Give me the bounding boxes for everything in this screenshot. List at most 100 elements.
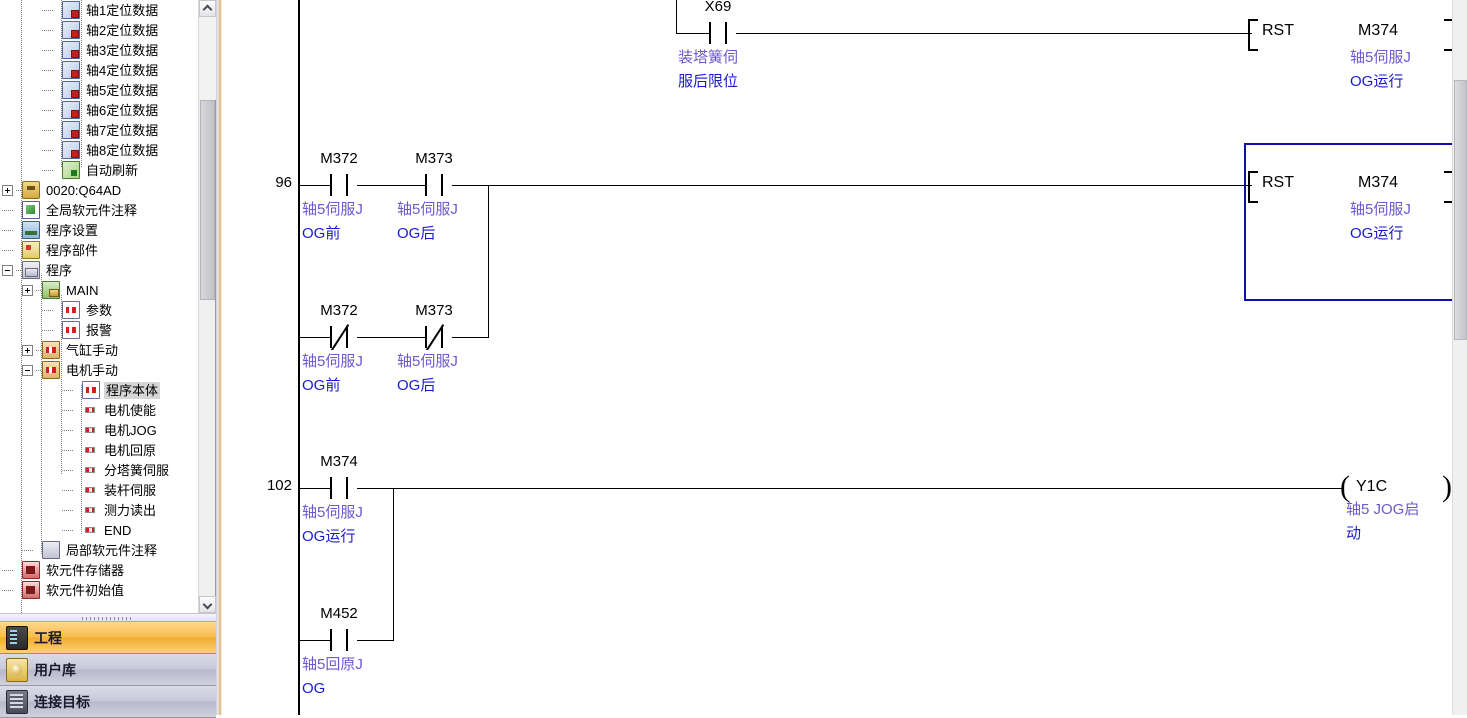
tree-item-label: 电机回原 bbox=[104, 442, 157, 458]
tree-item-18[interactable]: 电机手动 bbox=[0, 360, 198, 380]
expand-icon[interactable] bbox=[22, 344, 33, 356]
ladder-scrollbar[interactable] bbox=[1452, 0, 1467, 715]
tree-spacer bbox=[55, 0, 62, 20]
tree-item-14[interactable]: MAIN bbox=[0, 280, 198, 300]
nav-button-user-library[interactable]: 用户库 bbox=[0, 654, 216, 686]
contact-bar-right bbox=[346, 477, 348, 499]
expand-icon[interactable] bbox=[2, 184, 13, 196]
tree-item-10[interactable]: 全局软元件注释 bbox=[0, 200, 198, 220]
tree-item-19[interactable]: 程序本体 bbox=[0, 380, 198, 400]
tree-indent bbox=[0, 300, 42, 320]
tree-spacer bbox=[75, 500, 82, 520]
scrollbar-track[interactable] bbox=[199, 17, 216, 100]
nav-button-user-library-label: 用户库 bbox=[34, 661, 76, 678]
comment-line-2: OG bbox=[302, 680, 326, 697]
tree-item-12[interactable]: 程序部件 bbox=[0, 240, 198, 260]
positioning-data-icon bbox=[62, 121, 80, 139]
instruction-mnemonic: RST bbox=[1262, 22, 1294, 39]
tree-item-20[interactable]: 电机使能 bbox=[0, 400, 198, 420]
tree-item-0[interactable]: 轴1定位数据 bbox=[0, 0, 198, 20]
contact-m373-no[interactable] bbox=[417, 174, 451, 196]
nav-button-connection-destination[interactable]: 连接目标 bbox=[0, 686, 216, 718]
tree-guide-line bbox=[61, 295, 62, 475]
tree-spacer bbox=[15, 240, 22, 260]
tree-item-3[interactable]: 轴4定位数据 bbox=[0, 60, 198, 80]
tree-item-8[interactable]: 自动刷新 bbox=[0, 160, 198, 180]
tree-indent bbox=[0, 480, 62, 500]
output-coil-y1c-comment: 轴5 JOG启 动 bbox=[1346, 498, 1419, 546]
tree-item-2[interactable]: 轴3定位数据 bbox=[0, 40, 198, 60]
contact-nc-slash bbox=[330, 324, 350, 350]
rung-96-branch-right-vertical bbox=[488, 185, 489, 337]
tree-item-4[interactable]: 轴5定位数据 bbox=[0, 80, 198, 100]
tree-item-6[interactable]: 轴7定位数据 bbox=[0, 120, 198, 140]
tree-spacer bbox=[35, 540, 42, 560]
output-coil-y1c[interactable]: ( ) Y1C bbox=[1340, 470, 1454, 503]
tree-item-26[interactable]: END bbox=[0, 520, 198, 540]
tree-item-11[interactable]: 程序设置 bbox=[0, 220, 198, 240]
navigator-scrollbar[interactable] bbox=[198, 0, 216, 613]
scroll-up-button[interactable] bbox=[199, 0, 216, 17]
tree-item-27[interactable]: 局部软元件注释 bbox=[0, 540, 198, 560]
program-folder-icon bbox=[22, 261, 40, 279]
contact-m372-nc[interactable] bbox=[322, 326, 356, 348]
tree-item-13[interactable]: 程序 bbox=[0, 260, 198, 280]
instruction-rst-m374-b[interactable]: RST M374 bbox=[1248, 171, 1454, 203]
instruction-operand: M374 bbox=[1358, 174, 1399, 191]
coil-paren-right: ) bbox=[1442, 470, 1452, 503]
tree-item-7[interactable]: 轴8定位数据 bbox=[0, 140, 198, 160]
contact-x69-device: X69 bbox=[704, 0, 732, 15]
tree-spacer bbox=[55, 320, 62, 340]
tree-item-21[interactable]: 电机JOG bbox=[0, 420, 198, 440]
tree-connector bbox=[36, 280, 47, 300]
tree-item-1[interactable]: 轴2定位数据 bbox=[0, 20, 198, 40]
tree-item-24[interactable]: 装杆伺服 bbox=[0, 480, 198, 500]
tree-spacer bbox=[55, 140, 62, 160]
ladder-canvas[interactable]: X69 装塔簧伺 服后限位 RST M374 轴5伺服J OG运行 96 bbox=[222, 0, 1467, 715]
contact-m373-nc[interactable] bbox=[417, 326, 451, 348]
positioning-data-icon bbox=[62, 141, 80, 159]
scroll-down-button[interactable] bbox=[199, 596, 216, 613]
instruction-rst-m374-a[interactable]: RST M374 bbox=[1248, 19, 1454, 51]
tree-item-5[interactable]: 轴6定位数据 bbox=[0, 100, 198, 120]
tree-item-16[interactable]: 报警 bbox=[0, 320, 198, 340]
tree-item-label: 电机使能 bbox=[104, 402, 157, 418]
navigator-panel: 轴1定位数据轴2定位数据轴3定位数据轴4定位数据轴5定位数据轴6定位数据轴7定位… bbox=[0, 0, 216, 718]
tree-item-15[interactable]: 参数 bbox=[0, 300, 198, 320]
ladder-scrollbar-thumb[interactable] bbox=[1454, 80, 1467, 340]
collapse-icon[interactable] bbox=[22, 364, 33, 376]
pou-icon bbox=[82, 381, 100, 399]
tree-item-17[interactable]: 气缸手动 bbox=[0, 340, 198, 360]
contact-bar-right bbox=[441, 174, 443, 196]
chevron-down-icon bbox=[204, 601, 211, 608]
tree-item-23[interactable]: 分塔簧伺服 bbox=[0, 460, 198, 480]
collapse-icon[interactable] bbox=[2, 264, 13, 276]
tree-item-25[interactable]: 测力读出 bbox=[0, 500, 198, 520]
contact-m372-no[interactable] bbox=[322, 174, 356, 196]
scrollbar-thumb[interactable] bbox=[200, 100, 215, 300]
tree-indent bbox=[0, 120, 42, 140]
project-tree[interactable]: 轴1定位数据轴2定位数据轴3定位数据轴4定位数据轴5定位数据轴6定位数据轴7定位… bbox=[0, 0, 198, 613]
contact-m373-nc-device: M373 bbox=[415, 302, 453, 319]
tree-item-label: 轴1定位数据 bbox=[86, 2, 159, 18]
rung-96-wire-5 bbox=[452, 337, 489, 338]
tree-item-9[interactable]: 0020:Q64AD bbox=[0, 180, 198, 200]
contact-m452[interactable] bbox=[322, 629, 356, 651]
contact-x69[interactable] bbox=[701, 22, 735, 44]
tree-item-29[interactable]: 软元件初始值 bbox=[0, 580, 198, 600]
tree-item-28[interactable]: 软元件存储器 bbox=[0, 560, 198, 580]
pou-small-icon bbox=[82, 502, 98, 518]
tree-item-22[interactable]: 电机回原 bbox=[0, 440, 198, 460]
step-number-102: 102 bbox=[266, 477, 292, 494]
tree-spacer bbox=[55, 100, 62, 120]
rung-96-wire-0 bbox=[298, 185, 331, 186]
tree-connector bbox=[16, 260, 27, 280]
navigator-splitter[interactable] bbox=[0, 613, 216, 622]
contact-m374[interactable] bbox=[322, 477, 356, 499]
contact-bar-right bbox=[346, 629, 348, 651]
expand-icon[interactable] bbox=[22, 284, 33, 296]
ladder-editor[interactable]: X69 装塔簧伺 服后限位 RST M374 轴5伺服J OG运行 96 bbox=[222, 0, 1467, 715]
nav-button-project[interactable]: 工程 bbox=[0, 622, 216, 654]
local-device-comment-icon bbox=[42, 541, 60, 559]
contact-m373-no-comment: 轴5伺服J OG后 bbox=[397, 198, 458, 246]
